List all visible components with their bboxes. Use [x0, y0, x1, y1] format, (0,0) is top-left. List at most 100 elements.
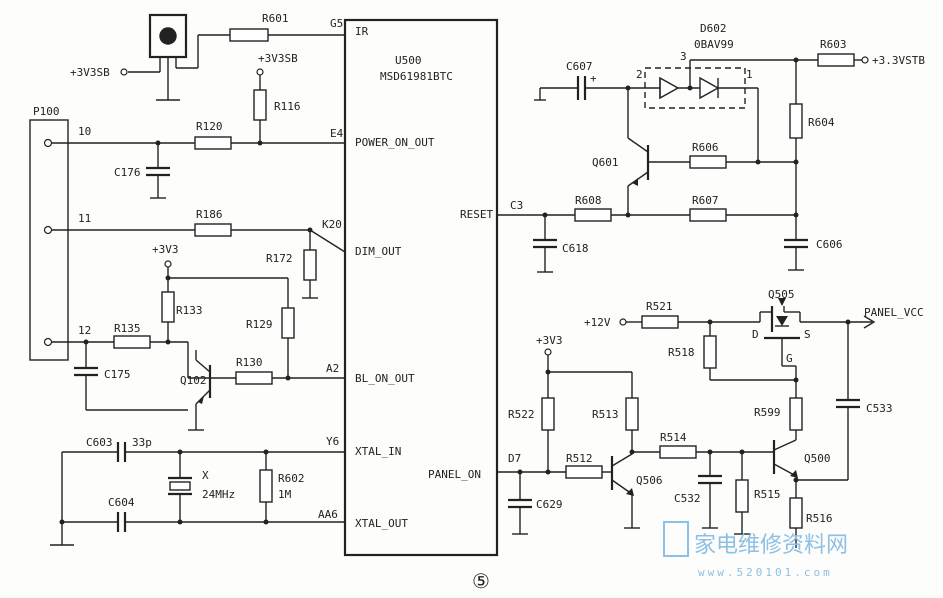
stb-terminal [861, 56, 869, 64]
p100-pin10 [43, 138, 53, 148]
pin10-label: 10 [78, 125, 91, 138]
r606-resistor [689, 155, 727, 169]
rail-3v3-b: +3V3 [536, 334, 563, 347]
r601-resistor [229, 28, 269, 42]
r516-resistor [789, 497, 803, 529]
r518-resistor [703, 335, 717, 369]
q500-label: Q500 [804, 452, 831, 465]
pin-num-k20: K20 [322, 218, 342, 231]
r516-label: R516 [806, 512, 833, 525]
q505-label: Q505 [768, 288, 795, 301]
q102-label: Q102 [180, 374, 207, 387]
r604-label: R604 [808, 116, 835, 129]
c533-label: C533 [866, 402, 893, 415]
q505-g: G [786, 352, 793, 365]
r513-resistor [625, 397, 639, 431]
c618-label: C618 [562, 242, 589, 255]
q601-transistor [627, 88, 690, 215]
pin-reset: RESET [460, 208, 493, 221]
r601-label: R601 [262, 12, 289, 25]
r604-resistor [789, 103, 803, 139]
c607-plus: + [590, 72, 597, 85]
d602-pin3: 3 [680, 50, 687, 63]
pin-dim-out: DIM_OUT [355, 245, 402, 258]
c607-label: C607 [566, 60, 593, 73]
sb-top-terminal [256, 68, 264, 76]
p100-pin12 [43, 337, 53, 347]
watermark: 家电维修资料网 www.520101.com [663, 521, 848, 579]
pin12-label: 12 [78, 324, 91, 337]
c606-label: C606 [816, 238, 843, 251]
r512-label: R512 [566, 452, 593, 465]
q505-mosfet [759, 298, 801, 356]
r514-label: R514 [660, 431, 687, 444]
r120-label: R120 [196, 120, 223, 133]
u500-chip-body [343, 18, 499, 557]
q505-d: D [752, 328, 759, 341]
v33b-terminal [544, 348, 552, 356]
chip-ref: U500 [395, 54, 422, 67]
pin-bl-on-out: BL_ON_OUT [355, 372, 415, 385]
r603-label: R603 [820, 38, 847, 51]
p100-pin11 [43, 225, 53, 235]
rail-3v3sb-left: +3V3SB [70, 66, 110, 79]
r512-resistor [565, 465, 603, 479]
r606-label: R606 [692, 141, 719, 154]
r518-label: R518 [668, 346, 695, 359]
c176-label: C176 [114, 166, 141, 179]
pin-panel-on: PANEL_ON [428, 468, 481, 481]
r608-resistor [574, 208, 612, 222]
r603-resistor [817, 53, 855, 67]
r522-resistor [541, 397, 555, 431]
pin11-label: 11 [78, 212, 91, 225]
rail-panel-vcc: PANEL_VCC [864, 306, 924, 319]
figure-number: ⑤ [472, 569, 490, 593]
r602-resistor [259, 469, 273, 503]
pin-ir: IR [355, 25, 369, 38]
c603-label: C603 [86, 436, 113, 449]
pin-num-c3: C3 [510, 199, 523, 212]
r172-label: R172 [266, 252, 293, 265]
r599-label: R599 [754, 406, 781, 419]
pin-num-aa6: AA6 [318, 508, 338, 521]
r186-resistor [194, 223, 232, 237]
r599-resistor [789, 397, 803, 431]
ir-receiver [128, 13, 230, 101]
rail-12v: +12V [584, 316, 611, 329]
q506-transistor [610, 453, 640, 529]
r608-label: R608 [575, 194, 602, 207]
c629-label: C629 [536, 498, 563, 511]
d602-label: D602 [700, 22, 727, 35]
d602-pin2: 2 [636, 68, 643, 81]
c175-label: C175 [104, 368, 131, 381]
r602-value: 1M [278, 488, 292, 501]
r120-resistor [194, 136, 232, 150]
c604-label: C604 [108, 496, 135, 509]
c532-label: C532 [674, 492, 701, 505]
r514-resistor [659, 445, 697, 459]
pin-num-a2: A2 [326, 362, 339, 375]
r522-label: R522 [508, 408, 535, 421]
r116-label: R116 [274, 100, 301, 113]
q601-label: Q601 [592, 156, 619, 169]
watermark-url: www.520101.com [698, 566, 833, 579]
r515-resistor [735, 479, 749, 513]
c603-value: 33p [132, 436, 152, 449]
p100-connector [29, 119, 69, 361]
v12-terminal [619, 318, 627, 326]
crystal-freq: 24MHz [202, 488, 235, 501]
r135-label: R135 [114, 322, 141, 335]
rail-3v3stb: +3.3VSTB [872, 54, 925, 67]
pin-xtal-out: XTAL_OUT [355, 517, 408, 530]
q500-transistor [742, 439, 798, 478]
r133-label: R133 [176, 304, 203, 317]
r521-resistor [641, 315, 679, 329]
r135-resistor [113, 335, 151, 349]
r513-label: R513 [592, 408, 619, 421]
pin-num-e4: E4 [330, 127, 344, 140]
r130-resistor [235, 371, 273, 385]
pin-num-g5: G5 [330, 17, 343, 30]
r607-label: R607 [692, 194, 719, 207]
